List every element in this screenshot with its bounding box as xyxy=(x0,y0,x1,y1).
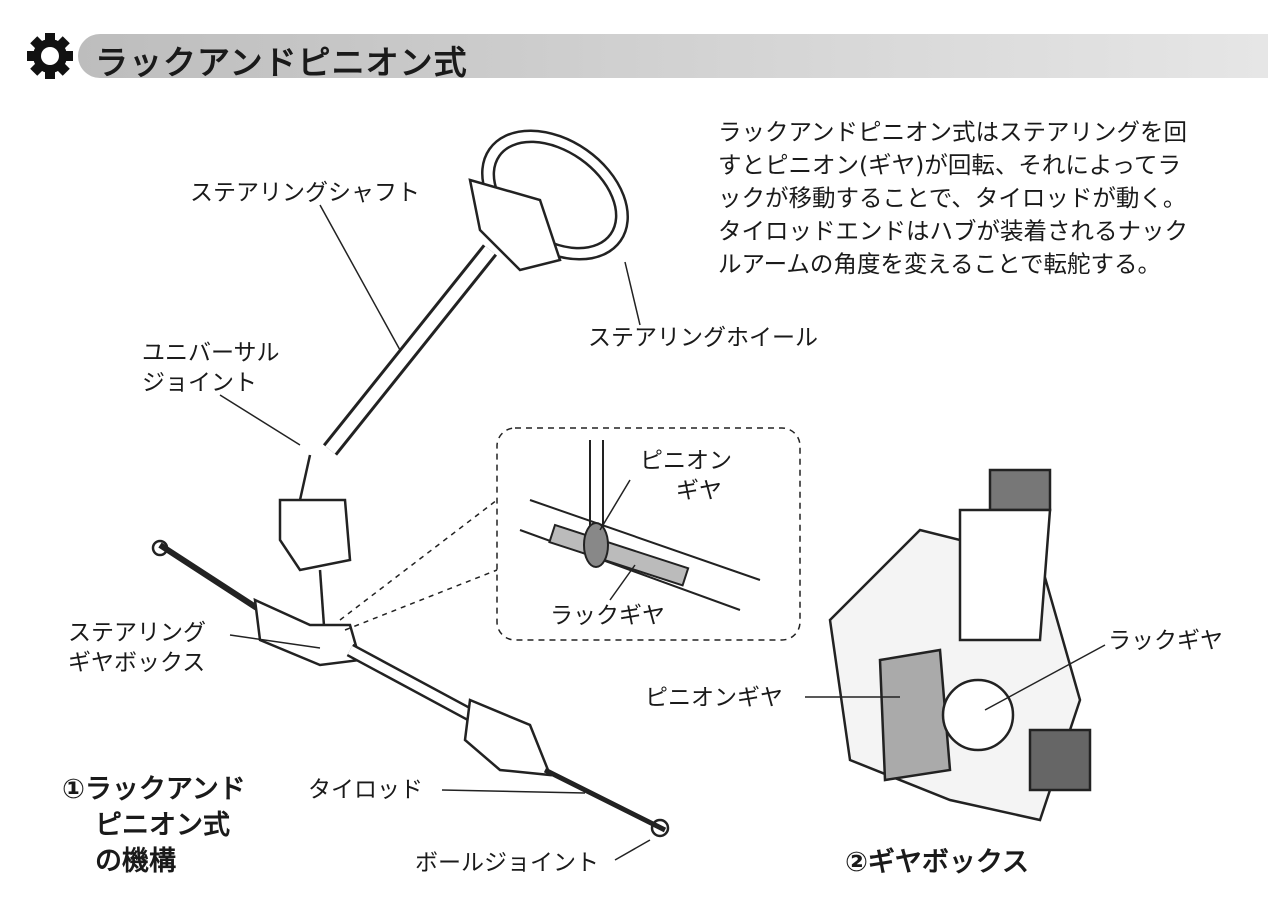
label-inset-rack-gear: ラックギヤ xyxy=(550,603,665,629)
inset-detail xyxy=(339,427,801,641)
label-steering-wheel: ステアリングホイール xyxy=(588,325,818,351)
label-steering-gearbox-1: ステアリング xyxy=(68,620,206,646)
label-steering-shaft: ステアリングシャフト xyxy=(190,180,420,206)
label-inset-pinion-1: ピニオン xyxy=(640,448,732,474)
label-gearbox-rack-gear: ラックギヤ xyxy=(1108,628,1223,654)
label-steering-gearbox-2: ギヤボックス xyxy=(68,650,206,676)
label-tie-rod: タイロッド xyxy=(308,777,423,803)
label-universal-joint-2: ジョイント xyxy=(142,370,257,396)
description-line: ックが移動することで、タイロッドが動く。 xyxy=(718,184,1187,212)
steering-assembly xyxy=(151,129,670,838)
description-line: ラックアンドピニオン式はステアリングを回 xyxy=(718,118,1188,146)
leader-lines xyxy=(219,204,1106,861)
description-paragraph: ラックアンドピニオン式はステアリングを回 すとピニオン(ギヤ)が回転、それによっ… xyxy=(718,116,1258,281)
page-title: ラックアンドピニオン式 xyxy=(95,43,468,82)
caption-figure1-line3: の機構 xyxy=(95,846,176,877)
label-inset-pinion-2: ギヤ xyxy=(676,478,722,504)
description-line: ルアームの角度を変えることで転舵する。 xyxy=(718,250,1161,278)
description-line: すとピニオン(ギヤ)が回転、それによってラ xyxy=(718,151,1181,179)
caption-figure1-line2: ピニオン式 xyxy=(95,810,230,841)
label-universal-joint-1: ユニバーサル xyxy=(142,340,280,366)
caption-figure2: ②ギヤボックス xyxy=(845,847,1030,878)
label-ball-joint: ボールジョイント xyxy=(415,850,599,876)
header-bar xyxy=(78,34,1268,78)
gear-icon xyxy=(27,33,73,79)
label-gearbox-pinion-gear: ピニオンギヤ xyxy=(645,685,783,711)
gearbox-drawing xyxy=(828,468,1092,822)
description-line: タイロッドエンドはハブが装着されるナック xyxy=(718,217,1188,245)
caption-figure1-line1: ①ラックアンド xyxy=(62,774,246,805)
